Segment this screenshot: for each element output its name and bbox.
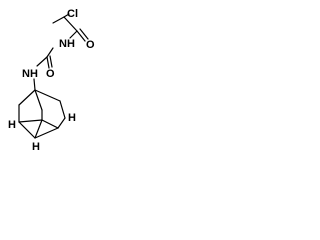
bond-cage-2 xyxy=(34,89,43,111)
bond-cage-1 xyxy=(18,89,36,106)
urea-linkage xyxy=(36,47,54,69)
adamantane-cage xyxy=(18,78,66,139)
bond-urea-carbon-to-o-b xyxy=(49,55,53,68)
amide-nh-lower-label: NH xyxy=(22,68,38,80)
amide-nh-upper-label: NH xyxy=(59,38,75,50)
bond-cage-8 xyxy=(57,117,66,129)
bond-chiral-c-to-carbonyl xyxy=(63,16,78,32)
bond-urea-carbon-to-o-a xyxy=(46,56,50,69)
bond-cage-4 xyxy=(59,100,66,119)
bond-nh-to-bridgehead xyxy=(33,78,36,91)
bond-urea-carbon-to-nh xyxy=(36,56,48,67)
bond-cage-3 xyxy=(34,89,61,102)
chemical-structure: Cl NH O O NH H H H xyxy=(8,8,95,153)
bond-nh-to-urea-carbon xyxy=(46,47,54,58)
bond-chiral-c-to-cl xyxy=(63,13,70,18)
chlorine-label: Cl xyxy=(67,8,78,20)
stereo-h-bottom-label: H xyxy=(32,141,40,153)
stereo-h-right-label: H xyxy=(68,112,76,124)
carbonyl-oxygen-lower-label: O xyxy=(46,68,55,80)
bond-methyl-to-chiral-c xyxy=(52,16,65,24)
carbonyl-oxygen-upper-label: O xyxy=(86,39,95,51)
bond-cage-10 xyxy=(18,119,43,123)
bond-carbonyl-to-nh xyxy=(69,30,78,39)
stereo-h-left-label: H xyxy=(8,119,16,131)
bond-cage-7 xyxy=(34,127,59,139)
chloropropanoyl-chain xyxy=(52,13,89,42)
bond-carbonyl-to-o-a xyxy=(76,30,86,42)
bond-carbonyl-to-o-b xyxy=(79,28,89,40)
bond-cage-11 xyxy=(41,119,59,129)
bond-cage-6 xyxy=(18,121,36,139)
bond-cage-12 xyxy=(34,119,43,139)
